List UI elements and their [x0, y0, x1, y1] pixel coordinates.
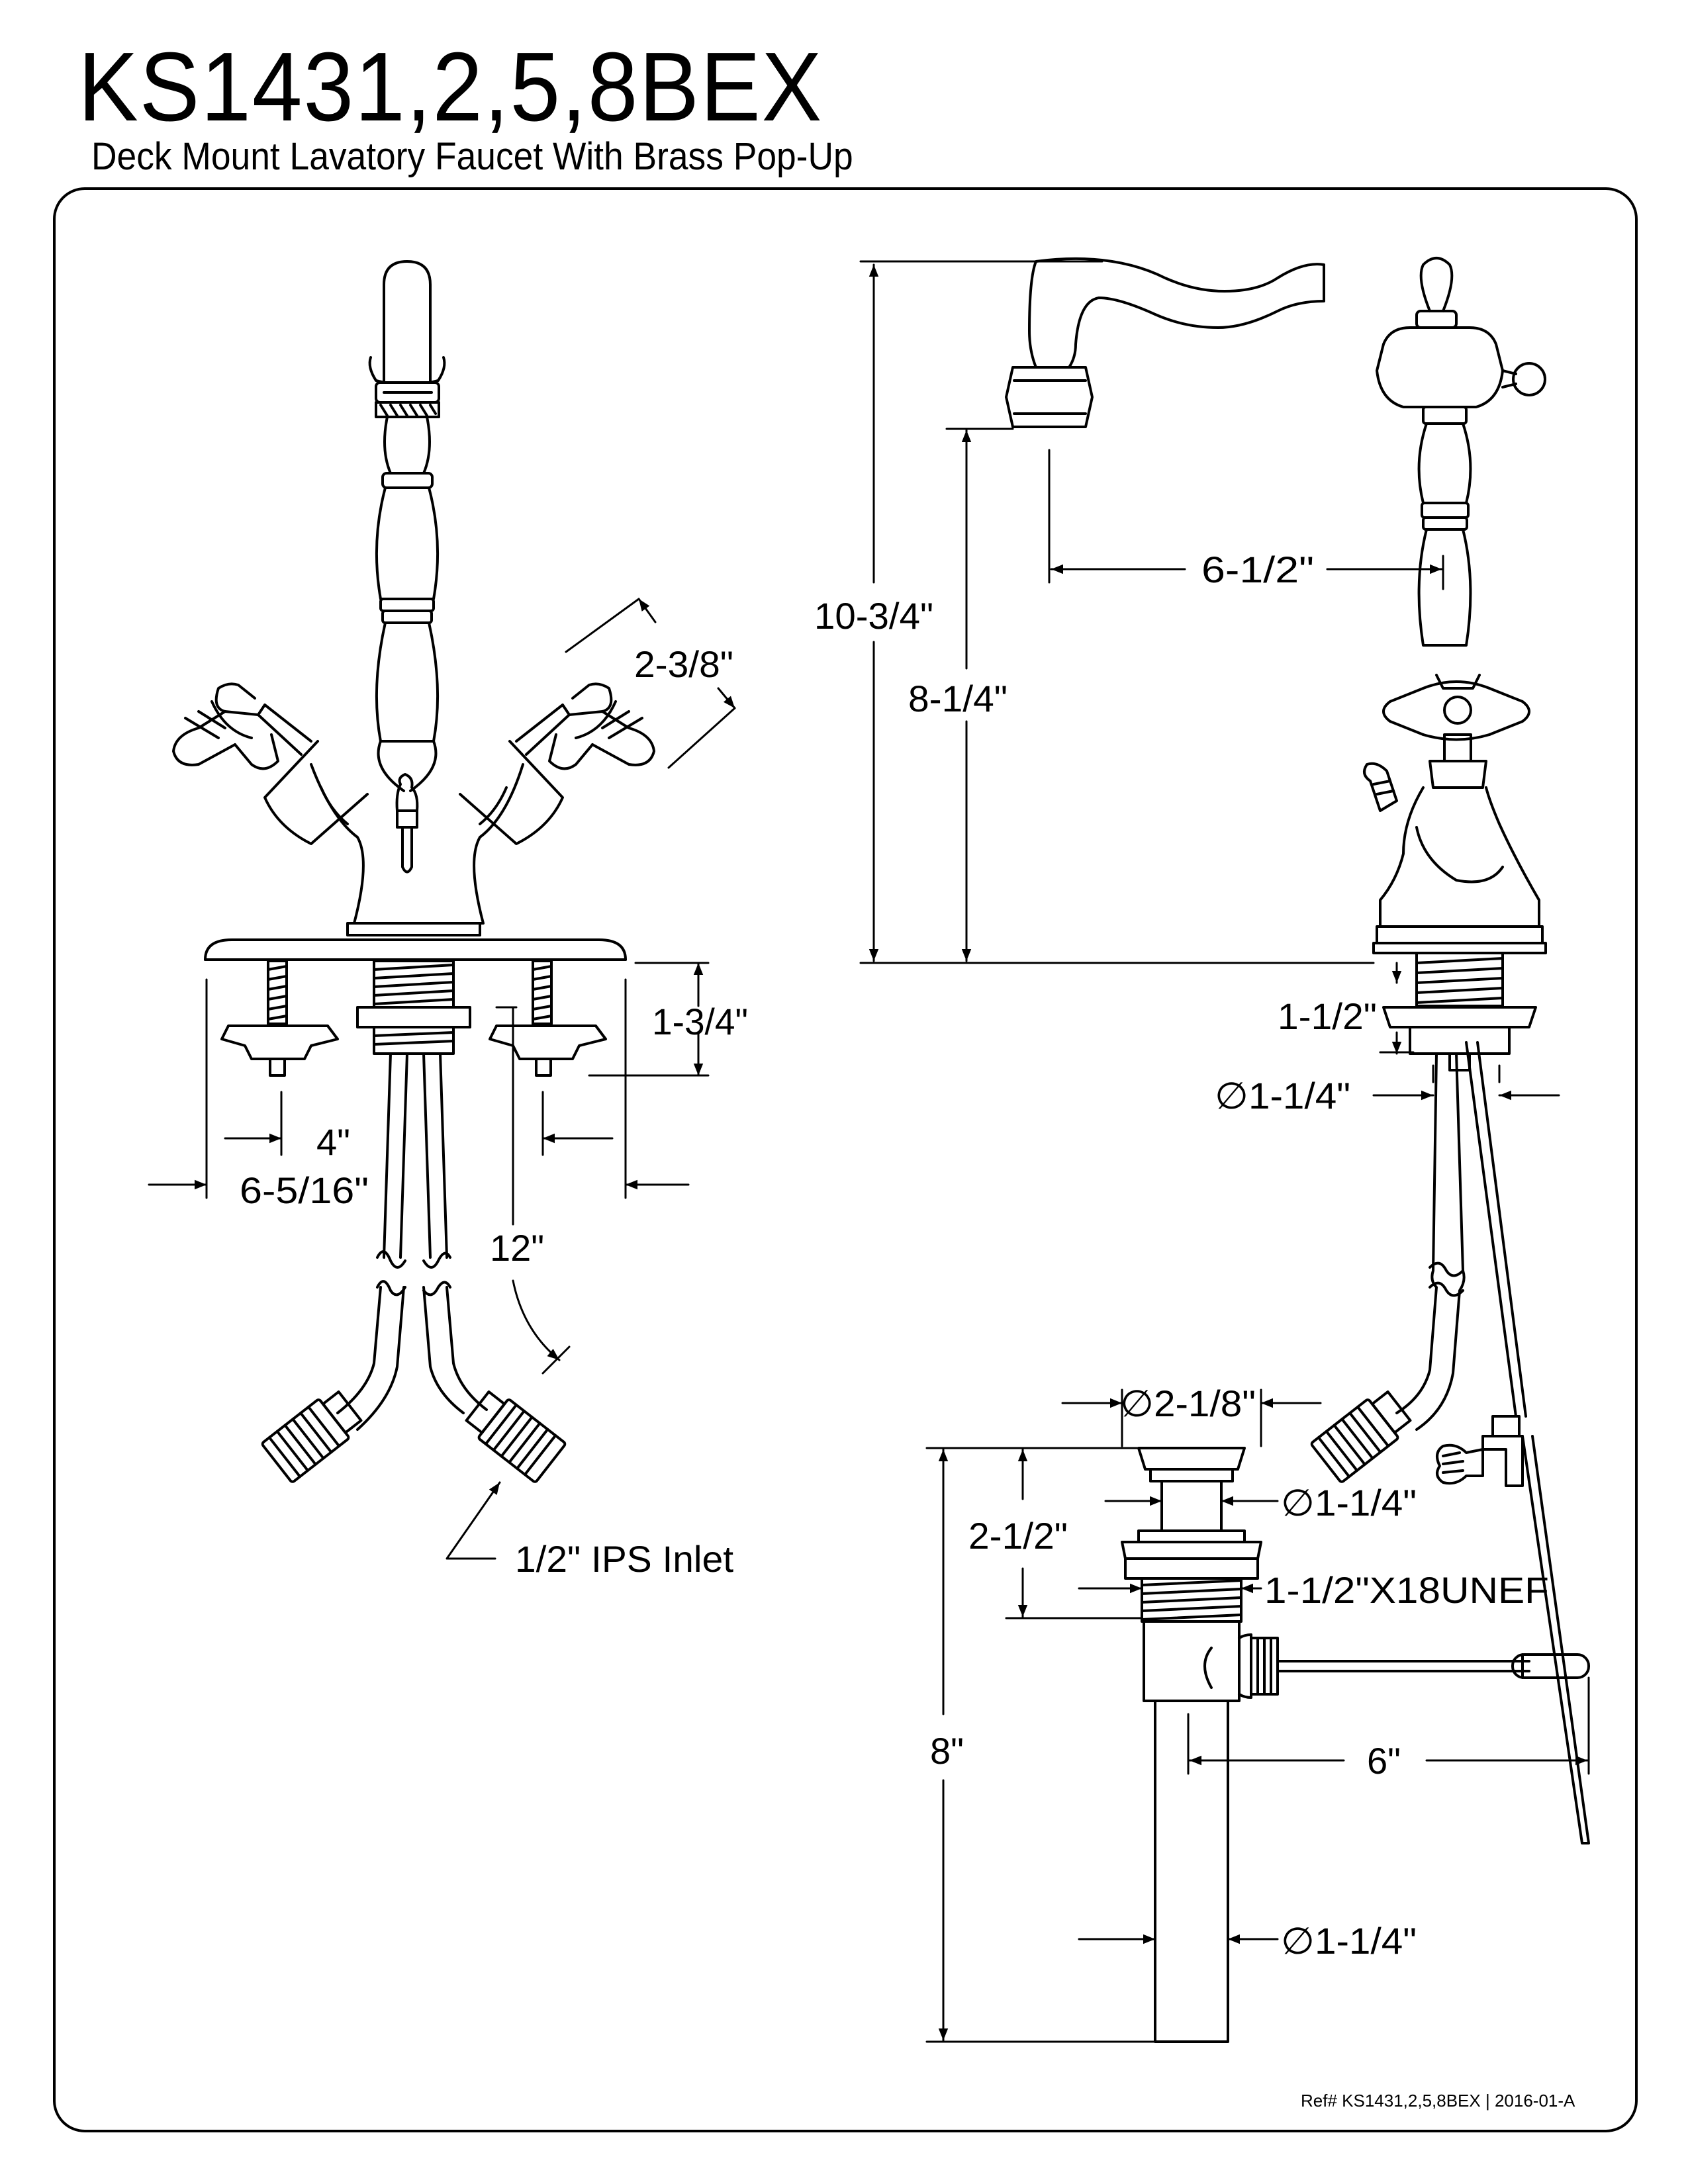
dimension-labels: 2-3/8" 1-3/4" 4" 6-5/16" 12" 1/2" IPS In… [240, 549, 1575, 2111]
side-view-faucet [1005, 257, 1590, 1844]
label-rod-length: 6" [1367, 1740, 1401, 1782]
reference-footer: Ref# KS1431,2,5,8BEX | 2016-01-A [1301, 2091, 1575, 2111]
label-handle-offset: 2-3/8" [634, 643, 733, 685]
label-thread-spec: 1-1/2"X18UNEF [1264, 1569, 1549, 1611]
label-shank-diameter: ∅1-1/4" [1215, 1075, 1350, 1116]
label-flange-diameter: ∅2-1/8" [1120, 1383, 1256, 1424]
label-supply-length: 12" [490, 1227, 544, 1269]
front-view-dimension-lines [148, 598, 736, 1560]
label-center-spacing: 4" [316, 1121, 350, 1163]
popup-drain-assembly [1121, 1415, 1590, 2043]
label-spout-height: 8-1/4" [908, 678, 1008, 719]
label-body-diameter-top: ∅1-1/4" [1281, 1482, 1417, 1524]
side-view-dimension-lines [859, 260, 1590, 2043]
label-tailpiece-diameter: ∅1-1/4" [1281, 1920, 1417, 1962]
label-plate-to-shank-depth: 1-3/4" [652, 1001, 748, 1042]
label-overall-height: 10-3/4" [814, 595, 933, 637]
label-thread-length: 2-1/2" [968, 1515, 1068, 1557]
model-title: KS1431,2,5,8BEX [78, 32, 823, 142]
label-plate-width: 6-5/16" [240, 1169, 369, 1211]
label-shank-depth: 1-1/2" [1278, 995, 1377, 1037]
product-description: Deck Mount Lavatory Faucet With Brass Po… [91, 135, 853, 178]
label-overall-length: 8" [930, 1730, 964, 1772]
drawing-frame [53, 187, 1638, 2132]
label-spout-reach: 6-1/2" [1201, 549, 1314, 590]
front-view-faucet [172, 260, 655, 1483]
label-inlet: 1/2" IPS Inlet [515, 1538, 733, 1580]
